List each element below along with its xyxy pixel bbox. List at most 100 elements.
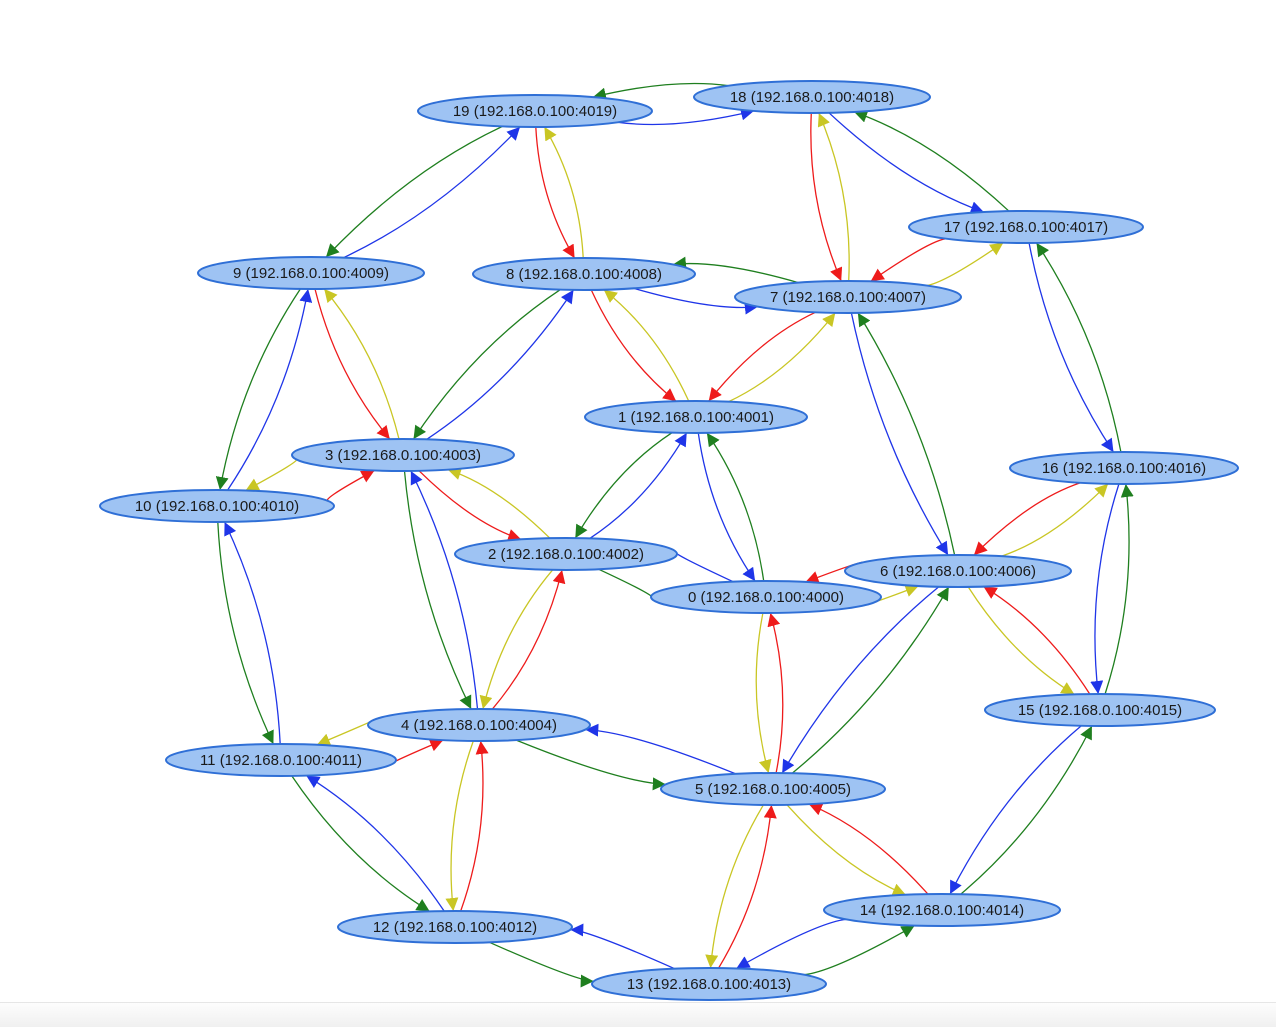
edge-10-to-3	[326, 469, 375, 503]
node-2[interactable]: 2 (192.168.0.100:4002)	[454, 537, 678, 571]
node-17-label: 17 (192.168.0.100:4017)	[944, 219, 1108, 236]
node-12[interactable]: 12 (192.168.0.100:4012)	[337, 910, 573, 944]
edge-14-to-15	[960, 725, 1093, 895]
edge-13-to-5	[718, 804, 777, 969]
node-13-label: 13 (192.168.0.100:4013)	[627, 976, 791, 993]
node-9[interactable]: 9 (192.168.0.100:4009)	[197, 256, 425, 290]
node-18-ellipse[interactable]	[693, 80, 931, 114]
node-16-ellipse[interactable]	[1009, 451, 1239, 485]
node-11-label: 11 (192.168.0.100:4011)	[200, 752, 362, 769]
node-3[interactable]: 3 (192.168.0.100:4003)	[291, 438, 515, 472]
node-13-ellipse[interactable]	[591, 967, 827, 1001]
edge-18-to-17	[828, 112, 985, 214]
node-0-ellipse[interactable]	[650, 580, 882, 614]
node-7[interactable]: 7 (192.168.0.100:4007)	[734, 280, 962, 314]
edge-6-to-15	[967, 586, 1075, 695]
node-10-ellipse[interactable]	[99, 489, 335, 523]
edge-19-to-9	[325, 125, 503, 258]
window-bottom-edge	[0, 1002, 1276, 1027]
edge-15-to-14	[949, 725, 1082, 895]
edge-1-to-2	[574, 432, 673, 539]
edge-6-to-5	[781, 586, 940, 774]
edge-3-to-4	[403, 470, 472, 710]
node-1[interactable]: 1 (192.168.0.100:4001)	[584, 400, 808, 434]
node-11-ellipse[interactable]	[165, 743, 397, 777]
edge-9-to-3	[314, 288, 391, 440]
edge-7-to-18	[817, 112, 850, 282]
edge-3-to-8	[426, 289, 575, 440]
node-3-ellipse[interactable]	[291, 438, 515, 472]
edge-2-to-0	[598, 568, 665, 605]
edge-8-to-7	[633, 287, 758, 315]
edge-5-to-6	[791, 586, 950, 774]
node-6-ellipse[interactable]	[844, 554, 1072, 588]
edge-16-to-15	[1090, 483, 1120, 695]
node-2-ellipse[interactable]	[454, 537, 678, 571]
node-6[interactable]: 6 (192.168.0.100:4006)	[844, 554, 1072, 588]
edge-10-to-11	[217, 521, 274, 745]
edge-17-to-16	[1028, 242, 1115, 453]
edge-0-to-5	[755, 612, 772, 774]
node-5-ellipse[interactable]	[660, 772, 886, 806]
edge-13-to-14	[803, 925, 915, 976]
node-7-label: 7 (192.168.0.100:4007)	[770, 289, 926, 306]
node-13[interactable]: 13 (192.168.0.100:4013)	[591, 967, 827, 1001]
edge-19-to-18	[618, 107, 755, 126]
edge-16-to-6	[973, 482, 1081, 556]
node-0[interactable]: 0 (192.168.0.100:4000)	[650, 580, 882, 614]
node-19-label: 19 (192.168.0.100:4019)	[453, 103, 617, 120]
node-9-ellipse[interactable]	[197, 256, 425, 290]
edge-1-to-7	[728, 312, 836, 403]
edge-6-to-16	[1001, 483, 1109, 557]
edge-9-to-10	[215, 288, 301, 491]
edge-3-to-9	[323, 288, 400, 440]
edge-2-to-3	[447, 467, 551, 539]
edge-14-to-5	[808, 803, 929, 895]
edge-12-to-11	[305, 775, 445, 912]
node-7-ellipse[interactable]	[734, 280, 962, 314]
node-11[interactable]: 11 (192.168.0.100:4011)	[165, 743, 397, 777]
edge-11-to-10	[224, 521, 281, 745]
node-15-ellipse[interactable]	[984, 693, 1216, 727]
node-4-label: 4 (192.168.0.100:4004)	[401, 717, 557, 734]
edge-2-to-1	[589, 432, 688, 539]
node-8-ellipse[interactable]	[472, 257, 696, 291]
node-4[interactable]: 4 (192.168.0.100:4004)	[367, 708, 591, 742]
node-15[interactable]: 15 (192.168.0.100:4015)	[984, 693, 1216, 727]
edge-4-to-3	[410, 470, 479, 710]
edge-7-to-6	[850, 312, 949, 556]
node-14-ellipse[interactable]	[823, 893, 1061, 927]
node-12-ellipse[interactable]	[337, 910, 573, 944]
node-8-label: 8 (192.168.0.100:4008)	[506, 266, 662, 283]
edge-0-to-2	[663, 546, 734, 583]
node-4-ellipse[interactable]	[367, 708, 591, 742]
edge-1-to-8	[603, 289, 690, 402]
node-18[interactable]: 18 (192.168.0.100:4018)	[693, 80, 931, 114]
edge-6-to-7	[857, 312, 956, 556]
node-1-ellipse[interactable]	[584, 400, 808, 434]
edge-11-to-4	[388, 739, 444, 767]
edge-12-to-13	[489, 941, 594, 988]
node-5[interactable]: 5 (192.168.0.100:4005)	[660, 772, 886, 806]
edge-9-to-19	[343, 126, 521, 259]
node-10[interactable]: 10 (192.168.0.100:4010)	[99, 489, 335, 523]
edge-12-to-4	[460, 740, 489, 912]
edge-8-to-19	[543, 126, 584, 259]
node-19[interactable]: 19 (192.168.0.100:4019)	[417, 94, 653, 128]
node-8[interactable]: 8 (192.168.0.100:4008)	[472, 257, 696, 291]
node-17[interactable]: 17 (192.168.0.100:4017)	[908, 210, 1144, 244]
edge-3-to-10	[245, 458, 298, 492]
edge-19-to-8	[535, 126, 576, 259]
node-19-ellipse[interactable]	[417, 94, 653, 128]
node-14[interactable]: 14 (192.168.0.100:4014)	[823, 893, 1061, 927]
node-16[interactable]: 16 (192.168.0.100:4016)	[1009, 451, 1239, 485]
edge-16-to-17	[1035, 242, 1122, 453]
node-17-ellipse[interactable]	[908, 210, 1144, 244]
edge-0-to-1	[706, 432, 765, 582]
node-16-label: 16 (192.168.0.100:4016)	[1042, 460, 1206, 477]
edge-18-to-19	[592, 82, 729, 101]
edge-layer	[215, 82, 1134, 988]
edge-7-to-8	[672, 256, 799, 284]
edge-4-to-2	[491, 569, 566, 710]
